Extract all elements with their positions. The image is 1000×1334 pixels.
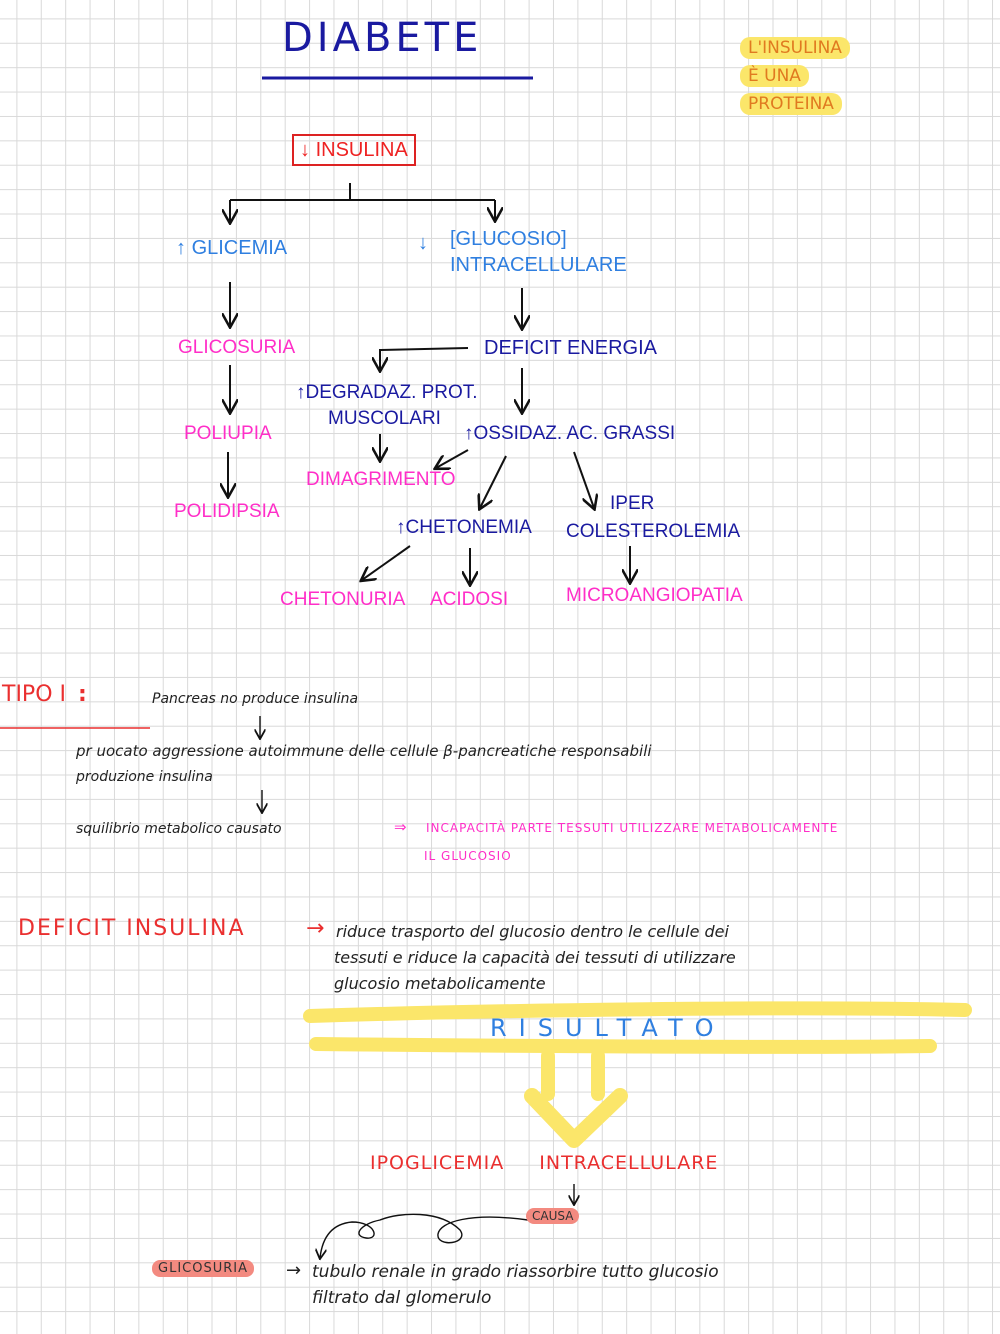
ipoglicemia-word1: IPOGLICEMIA <box>370 1152 505 1174</box>
note-line-2: È UNA <box>740 65 809 87</box>
tipo1-heading-label: TIPO I <box>2 682 66 707</box>
node-ossidaz-ac-grassi: ↑OSSIDAZ. AC. GRASSI <box>464 424 675 443</box>
note-insulina-proteina: L'INSULINA È UNA PROTEINA <box>740 34 850 118</box>
glicosuria-badge: GLICOSURIA <box>152 1260 254 1277</box>
tipo1-text4: squilibrio metabolico causato <box>76 821 282 837</box>
glicosuria-label: GLICOSURIA <box>152 1260 254 1277</box>
ipoglicemia-word2: INTRACELLULARE <box>539 1152 719 1174</box>
node-insulina: ↓ INSULINA <box>292 134 416 166</box>
node-iper-line2: COLESTEROLEMIA <box>566 521 741 542</box>
node-acidosi: ACIDOSI <box>430 589 509 610</box>
node-degradaz-line1: DEGRADAZ. PROT. <box>305 382 478 403</box>
node-dimagrimento: DIMAGRIMENTO <box>306 469 456 490</box>
tipo1-result2: IL GLUCOSIO <box>424 849 512 863</box>
node-glucosio-line1: [GLUCOSIO] <box>450 228 567 250</box>
ipoglicemia-label: IPOGLICEMIA INTRACELLULARE <box>370 1154 718 1173</box>
tipo1-text3: produzione insulina <box>76 769 213 785</box>
deficit-text3: glucosio metabolicamente <box>334 974 546 993</box>
node-glucosio-intracellulare: ↓ [GLUCOSIO] INTRACELLULARE <box>418 226 627 278</box>
node-deficit-energia: DEFICIT ENERGIA <box>484 337 657 359</box>
node-insulina-label: INSULINA <box>315 139 408 161</box>
deficit-text1: riduce trasporto del glucosio dentro le … <box>336 922 729 941</box>
node-glicemia: ↑ GLICEMIA <box>176 238 287 258</box>
up-arrow-icon: ↑ <box>176 237 186 259</box>
glicosuria-text1: tubulo renale in grado riassorbire tutto… <box>312 1262 719 1282</box>
risultato-label: RISULTATO <box>490 1014 726 1042</box>
tipo1-arrow: ⇒ <box>394 818 407 836</box>
deficit-heading: DEFICIT INSULINA <box>18 916 246 941</box>
tipo1-result1: INCAPACITÀ PARTE TESSUTI UTILIZZARE META… <box>426 821 839 835</box>
note-line-3: PROTEINA <box>740 93 842 115</box>
tipo1-text1: Pancreas no produce insulina <box>152 691 359 707</box>
node-degradaz-prot: ↑DEGRADAZ. PROT. MUSCOLARI <box>296 380 478 432</box>
node-ossidaz-label: OSSIDAZ. AC. GRASSI <box>473 423 676 444</box>
glicosuria-text2: filtrato dal glomerulo <box>312 1288 492 1308</box>
causa-label: CAUSA <box>526 1208 580 1224</box>
up-arrow-icon: ↑ <box>396 517 406 538</box>
deficit-text2: tessuti e riduce la capacità dei tessuti… <box>334 948 736 967</box>
tipo1-text2: pr uocato aggressione autoimmune delle c… <box>76 742 652 760</box>
node-chetonemia: ↑CHETONEMIA <box>396 518 532 537</box>
node-glicemia-label: GLICEMIA <box>191 237 288 259</box>
node-polidipsia: POLIDIPSIA <box>174 501 280 522</box>
node-degradaz-line2: MUSCOLARI <box>328 408 441 429</box>
node-iper-line1: IPER <box>610 493 655 514</box>
node-chetonuria: CHETONURIA <box>280 589 406 610</box>
node-glicosuria: GLICOSURIA <box>178 337 296 358</box>
node-ipercolesterolemia: IPER COLESTEROLEMIA <box>566 490 740 546</box>
down-arrow-icon: ↓ <box>300 139 310 161</box>
tipo1-heading: TIPO I: <box>2 682 87 707</box>
causa-badge: CAUSA <box>526 1208 580 1224</box>
right-arrow-icon: → <box>306 916 325 941</box>
node-chetonemia-label: CHETONEMIA <box>405 517 532 538</box>
down-arrow-icon: ↓ <box>418 232 428 254</box>
up-arrow-icon: ↑ <box>464 423 474 444</box>
page-title: DIABETE <box>282 15 483 61</box>
node-poliuria: POLIUPIA <box>184 423 272 444</box>
right-arrow-icon: → <box>286 1260 302 1281</box>
node-glucosio-line2: INTRACELLULARE <box>450 254 627 276</box>
up-arrow-icon: ↑ <box>296 382 306 403</box>
node-microangiopatia: MICROANGIOPATIA <box>566 585 743 606</box>
note-line-1: L'INSULINA <box>740 37 850 59</box>
